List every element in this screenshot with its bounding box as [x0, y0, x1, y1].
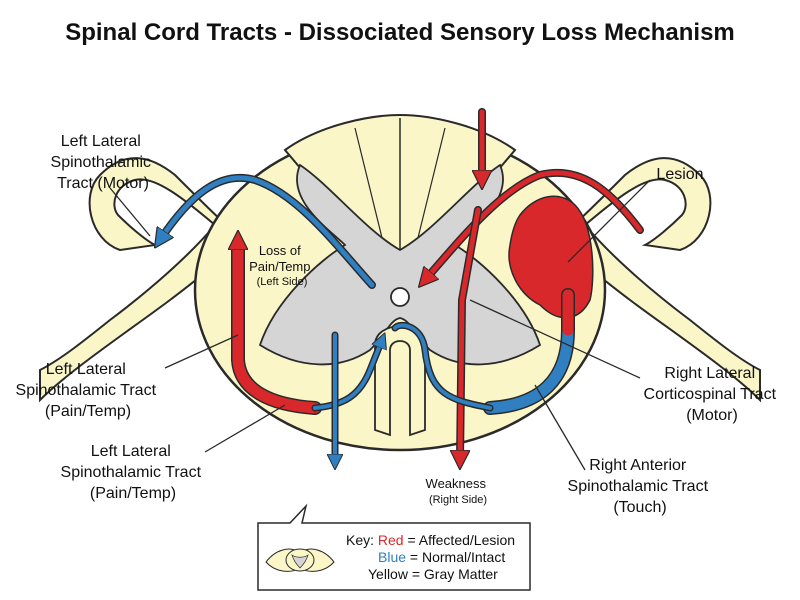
gray-matter	[258, 163, 542, 366]
label-loss-of-pain: Loss of Pain/Temp (Left Side)	[249, 242, 315, 288]
key-blue-line: Blue = Normal/Intact	[378, 549, 505, 565]
label-right-lateral-corticospinal: Right Lateral Corticospinal Tract (Motor…	[644, 365, 781, 424]
left-motor-arrow	[160, 175, 375, 288]
anterior-fissure	[374, 325, 426, 437]
weakness-arrow	[460, 207, 481, 460]
lesion-area	[508, 195, 594, 319]
mini-cord-icon	[265, 548, 335, 572]
right-touch-tract	[484, 324, 574, 414]
label-right-anterior-spinothalamic: Right Anterior Spinothalamic Tract (Touc…	[568, 457, 713, 516]
page-title: Spinal Cord Tracts - Dissociated Sensory…	[65, 19, 735, 46]
label-left-lateral-pain-upper: Left Lateral Spinothalamic Tract (Pain/T…	[16, 361, 161, 420]
label-lesion: Lesion	[656, 166, 703, 183]
right-root-red-arrow	[425, 170, 643, 280]
decussation-arrow-right	[393, 323, 492, 410]
left-pain-tract	[232, 239, 321, 414]
key-yellow-line: Yellow = Gray Matter	[368, 566, 498, 582]
annotation-labels: Left Lateral Spinothalamic Tract (Motor)…	[16, 133, 781, 516]
label-left-lateral-pain-lower: Left Lateral Spinothalamic Tract (Pain/T…	[61, 443, 206, 502]
key-red-line: Key: Red = Affected/Lesion	[346, 532, 515, 548]
label-left-lateral-motor: Left Lateral Spinothalamic Tract (Motor)	[51, 133, 156, 192]
tract-arrows	[160, 108, 644, 462]
label-weakness: Weakness (Right Side)	[426, 475, 491, 506]
legend-key: Key: Red = Affected/Lesion Blue = Normal…	[257, 503, 531, 591]
decussation-arrow-left	[313, 340, 382, 410]
central-canal	[390, 287, 410, 307]
leader-lines	[109, 179, 651, 471]
